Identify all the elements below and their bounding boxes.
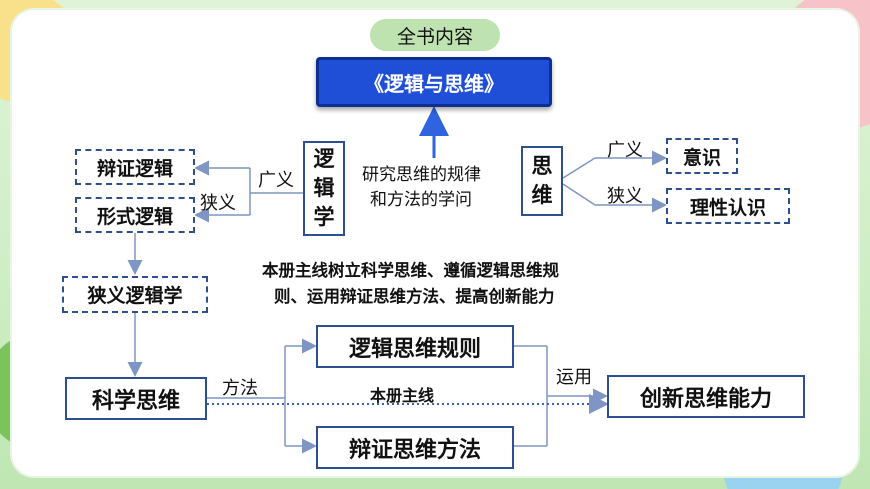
main-line-label: 本册主线 (370, 386, 435, 405)
dialectic-methods-box: 辩证思维方法 (316, 426, 514, 469)
innovation-ability-box: 创新思维能力 (607, 375, 805, 418)
rational-cognition-label: 理性认识 (689, 196, 766, 219)
book-title: 《逻辑与思维》 (364, 71, 504, 96)
consciousness-label: 意识 (682, 146, 721, 169)
formal-logic-box: 形式逻辑 (75, 197, 195, 233)
thinking-node: 思 维 (521, 146, 563, 216)
consciousness-box: 意识 (666, 138, 738, 174)
right-label-broad: 广义 (607, 140, 643, 161)
right-label-narrow: 狭义 (607, 186, 643, 207)
narrow-logic-label: 狭义逻辑学 (87, 285, 183, 307)
dialectical-logic-label: 辩证逻辑 (96, 157, 173, 180)
logic-node-label: 逻 辑 学 (313, 147, 335, 229)
dialectical-logic-box: 辩证逻辑 (75, 149, 195, 185)
scientific-thinking-box: 科学思维 (65, 377, 207, 420)
formal-logic-label: 形式逻辑 (96, 205, 173, 228)
apply-label: 运用 (556, 367, 592, 388)
main-statement-line1: 本册主线树立科学思维、遵循逻辑思维规 (262, 261, 559, 280)
narrow-logic-box: 狭义逻辑学 (62, 276, 208, 313)
logic-rules-label: 逻辑思维规则 (348, 336, 481, 362)
logic-rules-box: 逻辑思维规则 (316, 325, 514, 368)
left-label-broad: 广义 (258, 170, 294, 191)
method-label: 方法 (222, 378, 258, 399)
logic-node: 逻 辑 学 (303, 141, 345, 236)
left-label-narrow: 狭义 (200, 193, 236, 214)
book-title-box: 《逻辑与思维》 (316, 57, 552, 107)
thinking-node-label: 思 维 (531, 154, 553, 207)
dialectic-methods-label: 辩证思维方法 (348, 437, 481, 463)
top-badge-label: 全书内容 (396, 25, 473, 48)
innovation-ability-label: 创新思维能力 (639, 386, 772, 412)
scientific-thinking-label: 科学思维 (91, 388, 180, 414)
top-badge: 全书内容 (370, 19, 500, 51)
rational-cognition-box: 理性认识 (666, 188, 790, 224)
logic-desc-line2: 和方法的学问 (370, 190, 472, 210)
main-statement-line2: 则、运用辩证思维方法、提高创新能力 (274, 287, 555, 306)
logic-desc-line1: 研究思维的规律 (362, 165, 481, 185)
